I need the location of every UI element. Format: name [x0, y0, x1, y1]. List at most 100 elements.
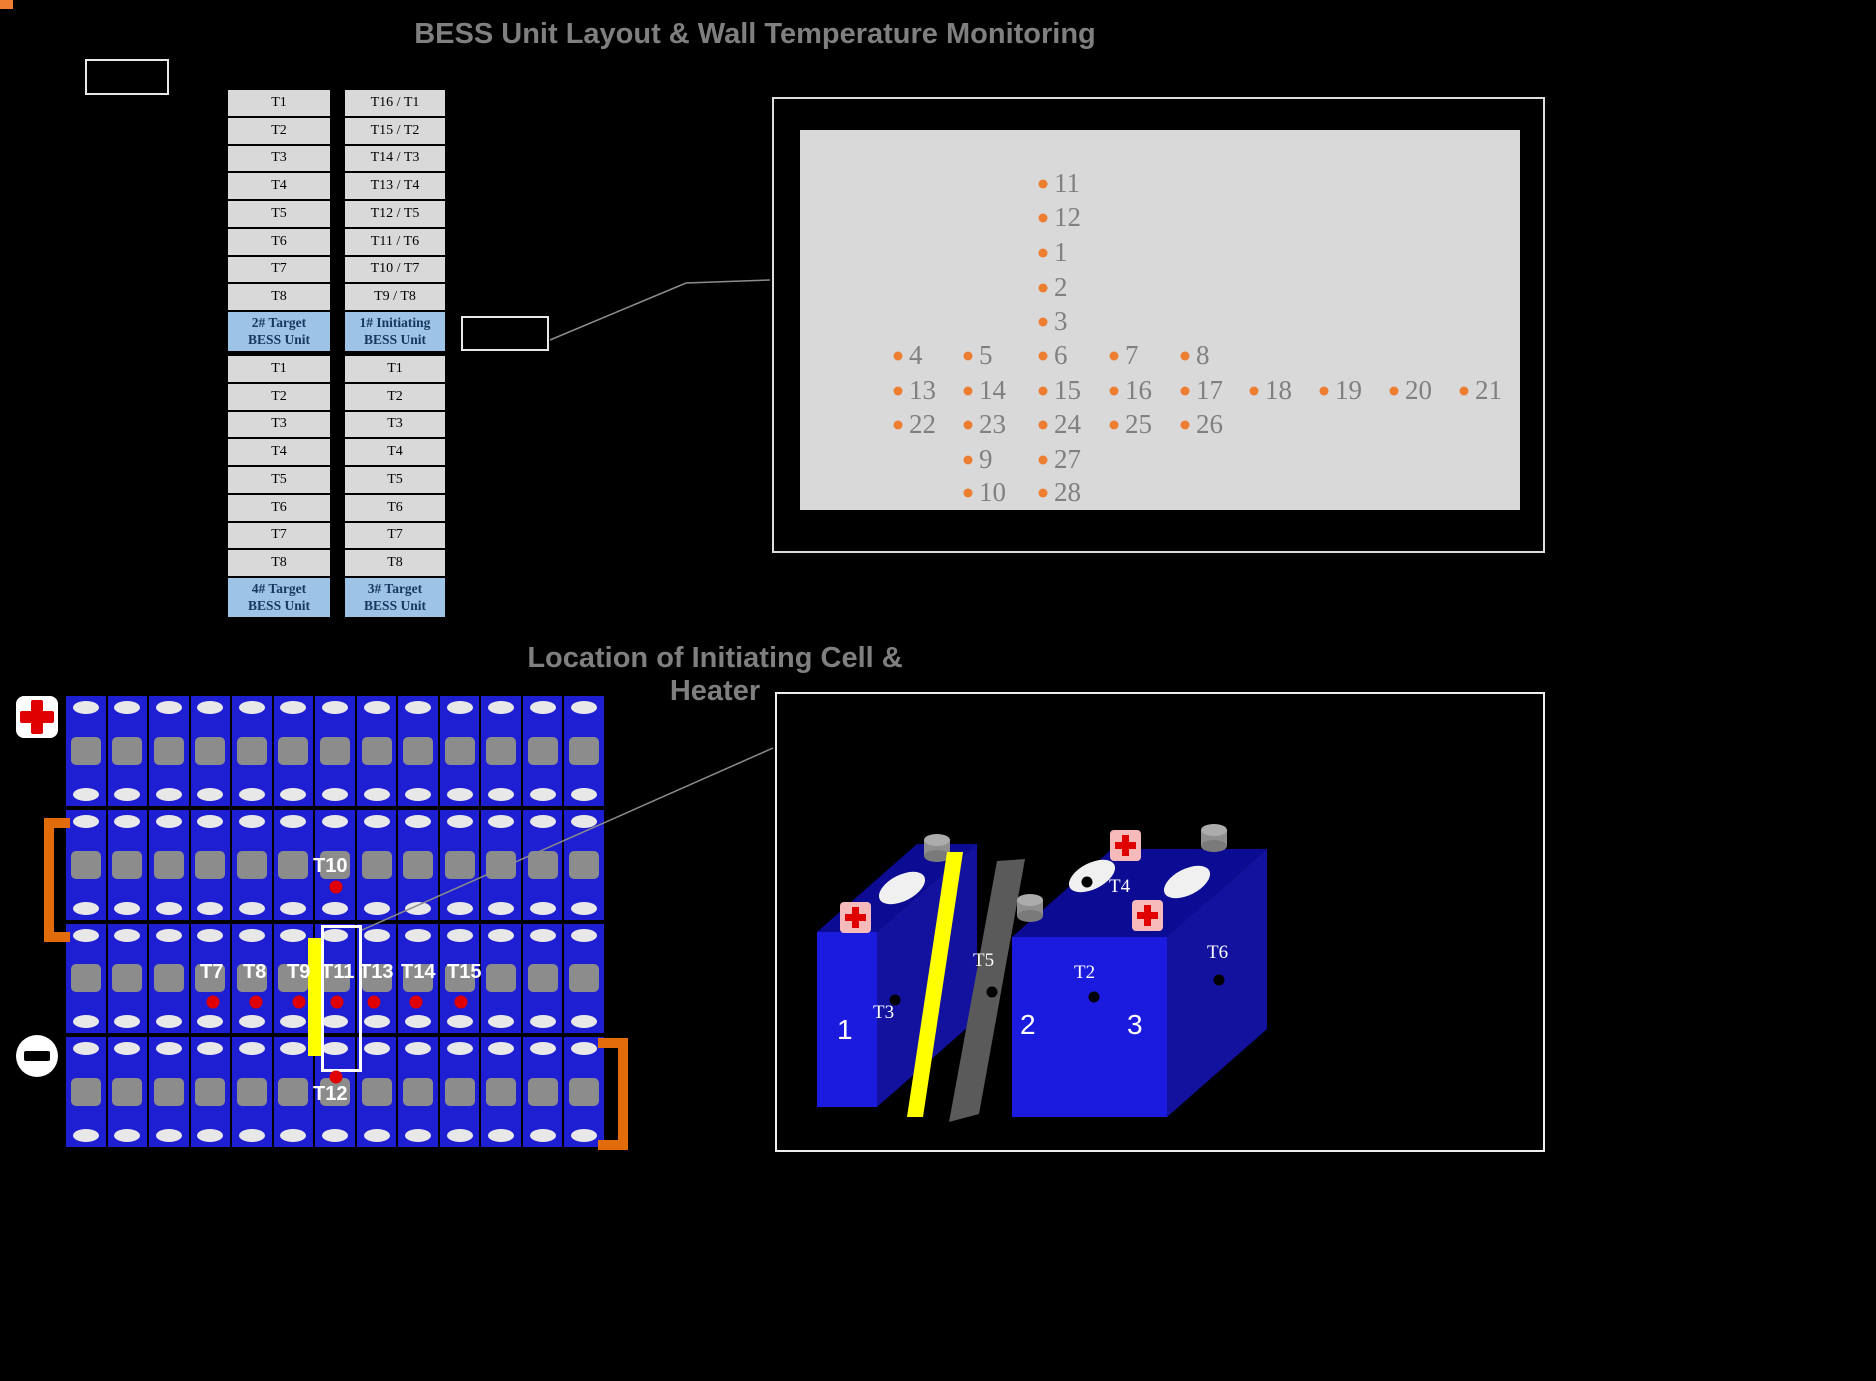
sensor-table-cell: T8	[228, 284, 330, 312]
label-t4: T4	[1109, 876, 1131, 897]
sensor-table-cell: T8	[345, 550, 445, 578]
heater-strip	[308, 938, 322, 1056]
cell-terminal	[278, 850, 309, 879]
cell-cap	[446, 1129, 473, 1142]
thermocouple-number: 28	[1054, 476, 1081, 507]
sensor-table-cell: T5	[228, 201, 330, 229]
sensor-table-cell: T13 / T4	[345, 173, 445, 201]
cell2-vent	[1068, 859, 1116, 893]
sensor-table-cell: T11 / T6	[345, 228, 445, 257]
cell-cap	[363, 1015, 390, 1029]
battery-cell	[65, 695, 107, 807]
cell-cap	[280, 1015, 307, 1029]
cell-terminal	[236, 850, 267, 879]
sensor-table-cell: T1	[228, 90, 330, 118]
battery-cell	[272, 922, 315, 1035]
thermocouple-dot	[1038, 179, 1048, 189]
cell-terminal	[486, 964, 517, 993]
cell-cap	[321, 1129, 348, 1142]
cell-cap	[405, 1129, 432, 1142]
thermocouple-number: 3	[1054, 305, 1068, 336]
cell-terminal	[361, 1078, 392, 1107]
cell-cap	[529, 1129, 556, 1142]
thermocouple-number: 12	[1054, 201, 1081, 232]
cell-terminal	[403, 964, 434, 993]
cell-terminal	[403, 1078, 434, 1107]
negative-terminal-icon	[16, 1035, 58, 1077]
cell-cap	[197, 1129, 224, 1142]
cell-cap	[529, 1015, 556, 1029]
cell-terminal	[319, 850, 350, 879]
cell-terminal	[486, 1078, 517, 1107]
title-initiating-cell: Location of Initiating Cell & Heater	[527, 642, 903, 707]
sensor-table-cell: T7	[345, 522, 445, 551]
cell-cap	[114, 787, 141, 801]
connector-line-top	[549, 279, 771, 341]
thermocouple-number: 9	[979, 443, 993, 474]
battery-cell	[397, 922, 439, 1035]
thermocouple-dot	[1319, 386, 1329, 396]
thermocouple-dot	[1038, 420, 1048, 430]
cell-cap	[238, 787, 265, 801]
thermocouple-number: 10	[979, 476, 1006, 507]
sensor-dot-t14	[409, 995, 423, 1009]
battery-cell	[106, 922, 149, 1035]
cell-terminal	[444, 1078, 475, 1107]
thermocouple-dot	[963, 420, 973, 430]
cell-cap	[321, 1042, 348, 1056]
sensor-label-t14: T14	[401, 961, 436, 983]
unit-callout-box	[461, 316, 549, 351]
sensor-label-t7: T7	[200, 961, 224, 983]
cell-cap	[405, 1015, 432, 1029]
battery-cell	[189, 808, 232, 921]
thermocouple-dot	[963, 455, 973, 465]
cell-cap	[197, 901, 224, 915]
cell-terminal	[195, 736, 226, 765]
sensor-table-cell: T3	[228, 411, 330, 440]
battery-cell	[355, 922, 398, 1035]
cell-cap	[529, 1042, 556, 1056]
cell-terminal	[195, 850, 226, 879]
cell-cap	[571, 1042, 598, 1056]
thermocouple-dot	[1038, 248, 1048, 258]
sensor-dot-t3	[889, 994, 901, 1006]
cell-cap	[155, 928, 182, 942]
battery-cell	[106, 808, 149, 921]
sensor-table-cell: T1	[228, 356, 330, 384]
sensor-table-cell: T5	[228, 467, 330, 495]
thermocouple-number: 18	[1265, 374, 1292, 405]
battery-cell	[231, 922, 273, 1035]
busbar-bracket-left	[44, 818, 70, 942]
cell-cap	[321, 928, 348, 942]
corner-mark	[0, 0, 13, 9]
label-t2: T2	[1074, 962, 1095, 983]
sensor-table-cell: T4	[345, 439, 445, 467]
sensor-dot-t2	[1088, 991, 1100, 1003]
cell-cap	[197, 928, 224, 942]
cell3-terminal-post	[1201, 840, 1227, 852]
cell-cap	[571, 701, 598, 714]
thermocouple-dot	[1038, 351, 1048, 361]
cell-cap	[155, 787, 182, 801]
thermocouple-number: 17	[1196, 374, 1223, 405]
thermocouple-dot	[1038, 386, 1048, 396]
thermocouple-dot	[1459, 386, 1469, 396]
sensor-dot-t9	[292, 995, 306, 1009]
thermocouple-dot	[1109, 386, 1119, 396]
cell-cap	[571, 1015, 598, 1029]
minus-icon	[24, 1051, 50, 1061]
cell-terminal	[527, 1078, 558, 1107]
thermocouple-dot	[1038, 455, 1048, 465]
cell-terminal	[112, 1078, 143, 1107]
plus-icon	[20, 711, 54, 723]
sensor-dot-t10	[329, 880, 343, 894]
thermocouple-number: 8	[1196, 339, 1210, 370]
battery-cell	[189, 922, 232, 1035]
sensor-dot-t8	[249, 995, 263, 1009]
battery-cell	[314, 1036, 356, 1148]
sensor-table-cell: T7	[228, 522, 330, 551]
cell-cap	[280, 1042, 307, 1056]
cell-cap	[72, 814, 99, 828]
